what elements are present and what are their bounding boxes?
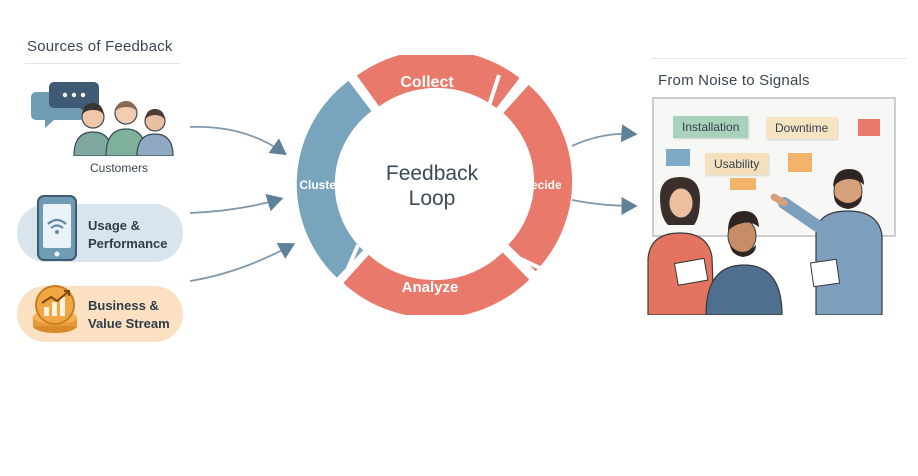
person-icon (705, 211, 783, 315)
segment-label-collect: Collect (400, 74, 454, 91)
coins-growth-icon (33, 285, 77, 333)
sources-title: Sources of Feedback (27, 38, 173, 55)
signals-top-rule (652, 58, 907, 59)
customers-illustration (31, 82, 174, 156)
note-orange-under (730, 178, 756, 190)
arrow-out-bottom (571, 196, 638, 215)
note-installation: Installation (673, 116, 749, 138)
output-arrows (571, 124, 638, 215)
segment-label-cluster: Cluster (299, 178, 341, 192)
note-usability: Usability (705, 153, 769, 175)
person-icon (73, 103, 113, 156)
segment-label-analyze: Analyze (402, 279, 459, 296)
business-label-line2: Value Stream (88, 316, 170, 331)
loop-title-line1: Feedback (386, 162, 479, 185)
segment-analyze (343, 252, 530, 315)
signals-title: From Noise to Signals (658, 72, 810, 89)
arrow-usage (189, 193, 284, 214)
team-illustration (647, 169, 883, 315)
segment-label-decide: Decide (522, 178, 562, 192)
input-arrows (189, 125, 296, 282)
note-orange-small (788, 153, 812, 172)
arrow-business (189, 243, 296, 282)
customers-label: Customers (90, 161, 149, 175)
usage-label: Usage & Performance (88, 217, 167, 253)
person-icon (647, 177, 715, 315)
feedback-loop-diagram: Collect Decide Analyze Cluster Feedback … (296, 55, 573, 315)
business-label-line1: Business & (88, 298, 159, 313)
segment-collect (356, 55, 520, 109)
note-blue-small (666, 149, 690, 166)
arrow-out-top (571, 124, 638, 147)
loop-center (341, 90, 525, 274)
sources-title-rule (25, 63, 180, 64)
segment-cluster (296, 80, 372, 278)
person-icon (770, 169, 883, 315)
phone-wifi-icon (37, 195, 77, 261)
arrow-customers (189, 125, 287, 156)
loop-title-line2: Loop (409, 187, 456, 210)
business-label: Business & Value Stream (88, 297, 170, 333)
note-downtime: Downtime (766, 117, 838, 139)
segment-decide (502, 84, 573, 272)
person-icon (136, 109, 174, 156)
note-red-small (858, 119, 880, 136)
usage-label-line1: Usage & (88, 218, 141, 233)
usage-label-line2: Performance (88, 236, 168, 251)
